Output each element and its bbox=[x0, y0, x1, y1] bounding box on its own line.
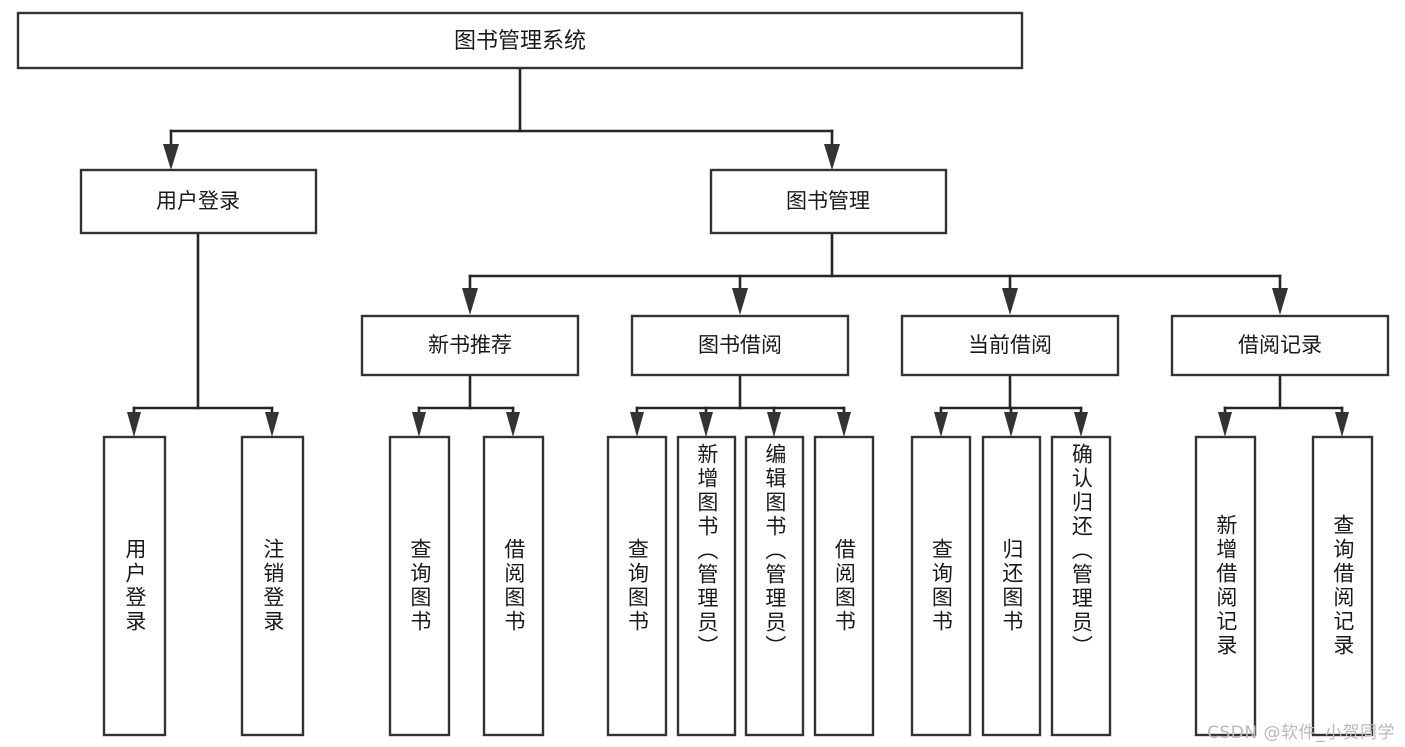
node-leaf-add-record-box[interactable] bbox=[1194, 435, 1257, 737]
node-leaf-logout-login-box[interactable] bbox=[240, 435, 305, 737]
node-new-book-recommend-label: 新书推荐 bbox=[428, 333, 512, 357]
arrow-head-leaf-borrow-book-2 bbox=[837, 412, 851, 437]
connectors-level2-to-level3 bbox=[462, 231, 1288, 315]
node-leaf-borrow-book-2-box[interactable] bbox=[813, 435, 875, 737]
node-book-management-box bbox=[709, 168, 948, 235]
node-leaf-query-record-box[interactable] bbox=[1311, 435, 1374, 737]
arrow-head-new-book-recommend bbox=[462, 288, 478, 315]
node-user-login-box bbox=[79, 168, 318, 235]
node-user-login[interactable]: 用户登录 bbox=[79, 168, 318, 235]
node-leaf-query-book-2-box[interactable] bbox=[606, 435, 668, 737]
arrow-head-leaf-logout-login bbox=[265, 412, 279, 437]
connectors-current-borrow-to-leaves bbox=[934, 373, 1088, 437]
arrow-head-leaf-query-record bbox=[1335, 412, 1349, 437]
node-borrow-record[interactable]: 借阅记录 bbox=[1170, 314, 1390, 377]
node-user-login-label: 用户登录 bbox=[156, 189, 240, 213]
node-book-borrow-label: 图书借阅 bbox=[698, 333, 782, 357]
node-book-borrow[interactable]: 图书借阅 bbox=[630, 314, 850, 377]
arrow-head-leaf-edit-book bbox=[767, 412, 781, 437]
node-leaf-confirm-return-box[interactable] bbox=[1050, 435, 1112, 737]
node-book-management[interactable]: 图书管理 bbox=[709, 168, 948, 235]
node-book-management-label: 图书管理 bbox=[786, 189, 870, 213]
arrow-head-leaf-query-book-3 bbox=[934, 412, 948, 437]
arrow-head-leaf-confirm-return bbox=[1074, 412, 1088, 437]
node-borrow-record-box bbox=[1170, 314, 1390, 377]
node-new-book-recommend-box bbox=[360, 314, 580, 377]
node-root-system-label: 图书管理系统 bbox=[454, 29, 586, 54]
node-borrow-record-label: 借阅记录 bbox=[1238, 333, 1322, 357]
node-current-borrow[interactable]: 当前借阅 bbox=[900, 314, 1120, 377]
arrow-head-current-borrow bbox=[1002, 288, 1018, 315]
node-leaf-edit-book-box[interactable] bbox=[744, 435, 805, 737]
node-current-borrow-label: 当前借阅 bbox=[968, 333, 1052, 357]
arrow-head-book-borrow bbox=[732, 288, 748, 315]
arrow-head-borrow-record bbox=[1272, 288, 1288, 315]
arrow-head-leaf-return-book bbox=[1004, 412, 1018, 437]
connectors-root-to-level2 bbox=[163, 66, 840, 170]
connectors-new-book-recommend-to-leaves bbox=[412, 373, 520, 437]
node-root-system[interactable]: 图书管理系统 bbox=[16, 11, 1024, 70]
connectors-user-login-to-leaves bbox=[127, 231, 279, 437]
node-leaf-return-book-box[interactable] bbox=[981, 435, 1042, 737]
node-current-borrow-box bbox=[900, 314, 1120, 377]
arrow-head-leaf-user-login bbox=[127, 412, 141, 437]
arrow-head-leaf-query-book-2 bbox=[630, 412, 644, 437]
arrow-head-leaf-query-book-1 bbox=[412, 412, 426, 437]
csdn-watermark: CSDN @软件_小贺同学 bbox=[1207, 723, 1395, 743]
leaf-boxes bbox=[102, 435, 1374, 737]
node-leaf-query-book-3-box[interactable] bbox=[910, 435, 972, 737]
arrow-head-user-login bbox=[163, 144, 179, 170]
connectors-book-borrow-to-leaves bbox=[630, 373, 851, 437]
arrow-head-book-management bbox=[824, 144, 840, 170]
node-new-book-recommend[interactable]: 新书推荐 bbox=[360, 314, 580, 377]
node-leaf-user-login-box[interactable] bbox=[102, 435, 167, 737]
arrow-head-leaf-add-book bbox=[699, 412, 713, 437]
node-leaf-query-book-1-box[interactable] bbox=[388, 435, 451, 737]
node-leaf-add-book-box[interactable] bbox=[676, 435, 737, 737]
connectors-borrow-record-to-leaves bbox=[1218, 373, 1349, 437]
arrow-head-leaf-borrow-book-1 bbox=[506, 412, 520, 437]
node-leaf-borrow-book-1-box[interactable] bbox=[482, 435, 545, 737]
node-book-borrow-box bbox=[630, 314, 850, 377]
node-root-system-box bbox=[16, 11, 1024, 70]
arrow-head-leaf-add-record bbox=[1218, 412, 1232, 437]
